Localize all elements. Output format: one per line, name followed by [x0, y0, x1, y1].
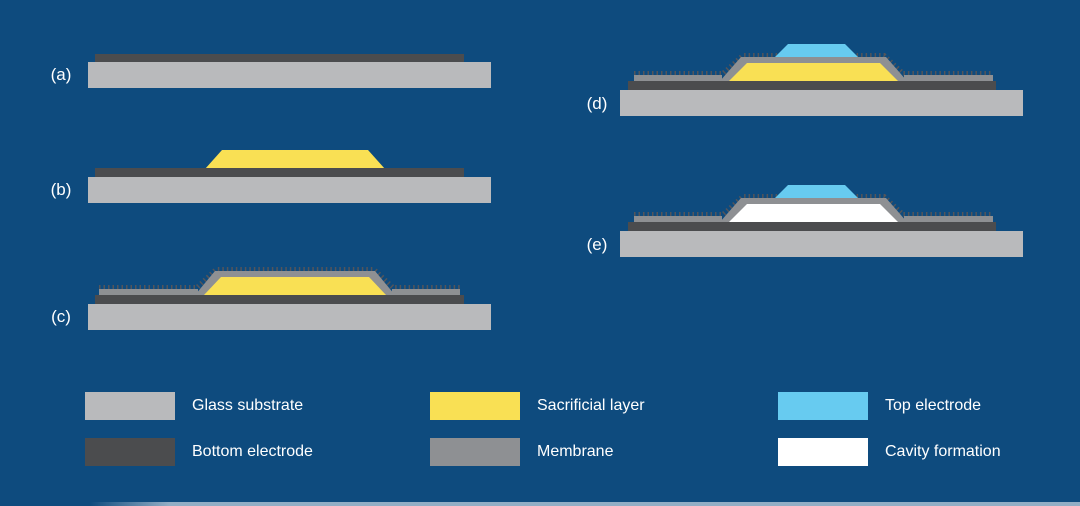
bottom-electrode-layer [628, 81, 996, 90]
legend-label: Membrane [537, 443, 614, 460]
bottom-electrode-layer [628, 222, 996, 231]
cavity-layer [729, 204, 898, 222]
top-electrode-layer [775, 44, 858, 57]
sacrificial-layer-swatch [430, 392, 520, 420]
sacrificial-layer [204, 277, 386, 295]
bottom-electrode-layer [95, 168, 464, 177]
legend-item-bottom-electrode: Bottom electrode [85, 438, 313, 466]
top-electrode-layer [775, 185, 858, 198]
membrane-layer [904, 75, 993, 81]
bottom-edge-highlight [90, 502, 1080, 506]
legend-label: Bottom electrode [192, 443, 313, 460]
step-c-diagram [88, 267, 491, 330]
step-a-label: (a) [50, 65, 72, 84]
legend-label: Top electrode [885, 397, 982, 414]
membrane-layer [904, 216, 993, 222]
glass-substrate-layer [88, 304, 491, 330]
membrane-layer [634, 75, 722, 81]
membrane-layer [634, 216, 722, 222]
membrane-layer [99, 289, 198, 295]
step-d-label: (d) [586, 94, 608, 113]
legend-label: Sacrificial layer [537, 397, 645, 414]
step-e-label: (e) [586, 235, 608, 254]
step-a-diagram [88, 54, 491, 88]
membrane-hatch [634, 194, 993, 217]
legend-label: Cavity formation [885, 443, 1001, 460]
step-b-diagram [88, 149, 491, 203]
sacrificial-layer [729, 63, 898, 81]
top-electrode-swatch [778, 392, 868, 420]
membrane-swatch [430, 438, 520, 466]
glass-substrate-swatch [85, 392, 175, 420]
legend-item-sacrificial-layer: Sacrificial layer [430, 392, 645, 420]
membrane-hatch [99, 267, 460, 290]
bottom-electrode-layer [95, 295, 464, 304]
step-d-diagram [620, 40, 1023, 116]
sacrificial-layer [205, 150, 385, 169]
bottom-electrode-swatch [85, 438, 175, 466]
legend-item-membrane: Membrane [430, 438, 613, 466]
bottom-electrode-layer [95, 54, 464, 63]
step-c-label: (c) [51, 307, 71, 326]
legend-item-top-electrode: Top electrode [778, 392, 981, 420]
legend-item-glass-substrate: Glass substrate [85, 392, 303, 420]
membrane-hatch [634, 53, 993, 76]
step-b-label: (b) [50, 180, 72, 199]
glass-substrate-layer [88, 177, 491, 203]
glass-substrate-layer [88, 62, 491, 88]
step-e-diagram [620, 181, 1023, 257]
legend-item-cavity-formation: Cavity formation [778, 438, 1001, 466]
cavity-formation-swatch [778, 438, 868, 466]
legend-label: Glass substrate [192, 397, 304, 414]
glass-substrate-layer [620, 231, 1023, 257]
membrane-layer [392, 289, 460, 295]
glass-substrate-layer [620, 90, 1023, 116]
